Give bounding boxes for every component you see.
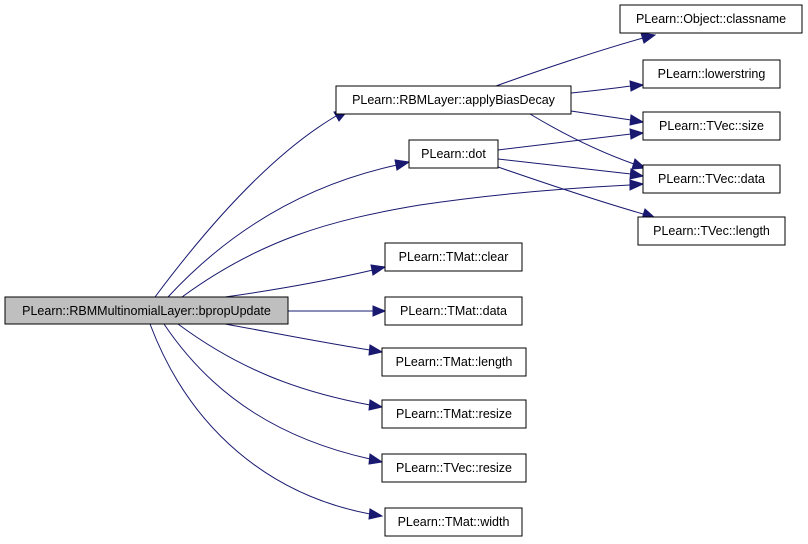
edge-dot-to-tvec-size [497,133,632,151]
node-tmat-length-label: PLearn::TMat::length [396,355,513,369]
node-tvec-resize-box [381,453,527,483]
node-dot[interactable]: PLearn::dot [408,139,499,169]
node-tvec-data[interactable]: PLearn::TVec::data [642,164,781,194]
edge-dot-to-tvec-length [497,166,644,215]
edge-root-to-applybiasdecay [154,115,337,298]
arrowhead-icon [629,179,645,191]
node-tvec-size-label: PLearn::TVec::size [659,119,764,133]
edge-root-to-tmat-length [224,323,371,351]
node-object-classname[interactable]: PLearn::Object::classname [619,4,803,34]
edge-root-to-dot [167,164,398,298]
node-tvec-data-box [642,164,781,194]
node-tvec-length-box [637,216,786,246]
edge-root-to-tmat-clear [224,269,374,298]
node-tvec-size-box [642,111,781,141]
arrowhead-icon [629,80,645,92]
arrowhead-icon [368,508,384,520]
arrowhead-icon [629,114,645,126]
edge-applybiasdecay-to-lowerstring [570,85,632,94]
node-object-classname-label: PLearn::Object::classname [636,12,786,26]
node-apply-bias-decay-box [335,85,572,115]
node-root-label: PLearn::RBMMultinomialLayer::bpropUpdate [22,304,271,318]
arrowhead-icon [368,453,384,465]
edge-root-to-tmat-width [149,323,371,515]
arrowhead-icon [394,159,411,171]
node-object-classname-box [619,4,803,34]
node-tmat-length-box [381,347,527,377]
arrowhead-icon [368,344,384,356]
node-tmat-data[interactable]: PLearn::TMat::data [384,296,523,326]
node-root-box [4,296,289,325]
node-tvec-resize[interactable]: PLearn::TVec::resize [381,453,527,483]
node-tmat-width[interactable]: PLearn::TMat::width [384,507,523,537]
edge-root-to-tvec-resize [163,323,371,460]
node-tvec-resize-label: PLearn::TVec::resize [396,461,512,475]
edge-root-to-tmat-resize [177,323,371,406]
arrowhead-icon [368,399,384,411]
node-tmat-clear-box [384,242,523,272]
edge-applybiasdecay-to-classname [495,37,644,87]
node-tmat-length[interactable]: PLearn::TMat::length [381,347,527,377]
node-tmat-resize-label: PLearn::TMat::resize [396,407,512,421]
arrowhead-icon [629,168,645,180]
node-tvec-length-label: PLearn::TVec::length [653,224,770,238]
node-tvec-size[interactable]: PLearn::TVec::size [642,111,781,141]
edge-applybiasdecay-to-tvec-data [529,113,635,165]
arrowhead-icon [640,32,657,44]
graph-edges [149,32,657,520]
node-lowerstring-label: PLearn::lowerstring [658,67,766,81]
edge-applybiasdecay-to-tvec-size [570,110,632,121]
node-apply-bias-decay[interactable]: PLearn::RBMLayer::applyBiasDecay [335,85,572,115]
node-tvec-length[interactable]: PLearn::TVec::length [637,216,786,246]
arrowhead-icon [631,158,647,170]
node-tmat-resize[interactable]: PLearn::TMat::resize [381,399,527,429]
node-tmat-width-box [384,507,523,537]
node-root[interactable]: PLearn::RBMMultinomialLayer::bpropUpdate [4,296,289,325]
node-tmat-clear[interactable]: PLearn::TMat::clear [384,242,523,272]
arrowhead-icon [629,128,645,140]
node-lowerstring-box [642,59,781,89]
node-dot-box [408,139,499,169]
node-tmat-data-box [384,296,523,326]
node-lowerstring[interactable]: PLearn::lowerstring [642,59,781,89]
node-apply-bias-decay-label: PLearn::RBMLayer::applyBiasDecay [352,93,556,107]
edge-dot-to-tvec-data [497,158,632,175]
node-tmat-clear-label: PLearn::TMat::clear [399,250,509,264]
node-tmat-data-label: PLearn::TMat::data [400,304,507,318]
arrowhead-icon [372,305,387,317]
node-tvec-data-label: PLearn::TVec::data [658,172,765,186]
arrowhead-icon [370,264,387,276]
node-tmat-resize-box [381,399,527,429]
node-dot-label: PLearn::dot [421,147,486,161]
node-tmat-width-label: PLearn::TMat::width [398,515,510,529]
edge-root-to-tvec-data [181,184,631,298]
